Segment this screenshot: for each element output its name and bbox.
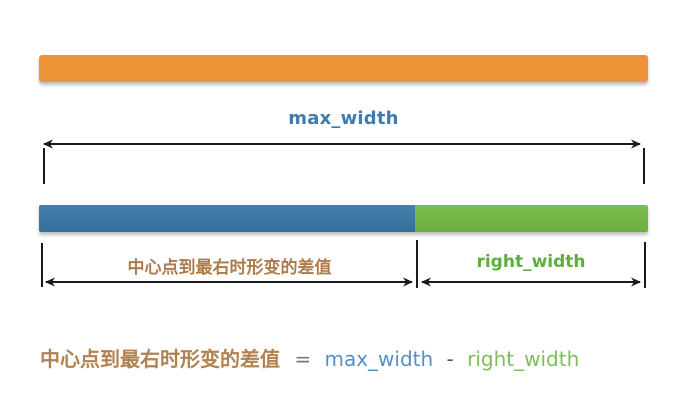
formula: 中心点到最右时形变的差值 = max_width - right_width [40, 343, 579, 372]
formula-term-max-width: max_width [324, 347, 434, 371]
formula-equals: = [294, 347, 312, 371]
max-width-bar [39, 55, 648, 82]
formula-minus: - [446, 347, 454, 371]
blue-segment-bar [39, 205, 415, 232]
right-segment-label: right_width [476, 252, 586, 272]
split-bar [39, 205, 648, 232]
green-segment-bar [415, 205, 648, 232]
max-width-label: max_width [288, 108, 399, 129]
left-segment-label: 中心点到最右时形变的差值 [127, 258, 332, 278]
formula-lhs: 中心点到最右时形变的差值 [40, 347, 280, 371]
formula-term-right-width: right_width [467, 347, 580, 371]
